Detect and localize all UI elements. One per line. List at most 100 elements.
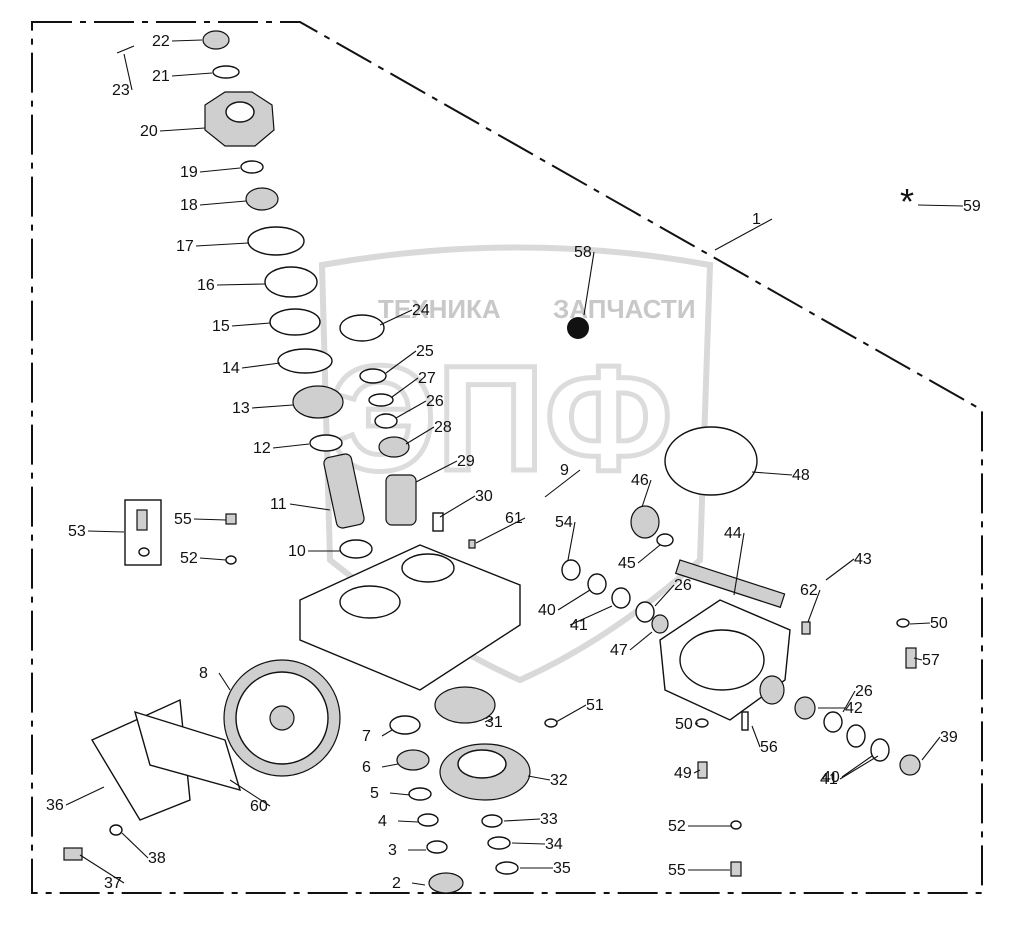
part-label-18: 18 [180,197,198,214]
key-30 [432,512,444,532]
housing-bore-1 [339,585,401,619]
part-label-31: 31 [485,714,503,731]
ring-15 [269,308,321,336]
leader-line-50 [694,722,699,725]
shaft-11 [323,453,365,529]
leader-line-26 [654,584,675,607]
part-label-23: 23 [112,82,130,99]
ring-41a [611,587,631,609]
leader-line-44 [733,532,745,596]
part-label-10: 10 [288,543,306,560]
pinion-46 [630,505,660,539]
leader-line-21 [171,72,213,77]
washer-51 [544,718,558,728]
part-label-33: 33 [540,811,558,828]
part-label-4: 4 [378,813,387,830]
watermark: ТЕХНИКА ЗАПЧАСТИ ЭПФ [318,244,714,684]
pin-56 [741,711,749,731]
leader-line-39 [921,736,941,761]
ring-19 [240,160,264,174]
leader-line-25 [385,350,417,374]
leader-line-41 [569,605,613,626]
leader-line-12 [272,443,310,449]
breather-53 [136,509,148,531]
washer-52a [225,555,237,565]
part-label-43: 43 [854,551,872,568]
part-label-62: 62 [800,582,818,599]
part-label-21: 21 [152,68,170,85]
ring-3 [426,840,448,854]
leader-line-8 [218,672,231,691]
leader-line-37 [79,854,125,884]
leader-line-15 [231,322,271,327]
leader-line-32 [527,775,551,781]
part-label-22: 22 [152,33,170,50]
part-label-30: 30 [475,488,493,505]
leader-line-26 [395,400,427,419]
part-label-35: 35 [553,860,571,877]
bearing-42 [794,696,816,720]
leader-line-61 [475,517,526,544]
plug-55b [730,861,742,877]
bearing-6 [396,749,430,771]
leader-line-33 [503,818,541,822]
part-label-57: 57 [922,652,940,669]
gear-29 [385,474,417,526]
part-label-34: 34 [545,836,563,853]
o-ring-48 [664,426,758,496]
washer-50b [695,718,709,728]
part-labels: 1234567891011121314151617181920212223242… [46,33,981,892]
part-label-17: 17 [176,238,194,255]
watermark-text-1: ТЕХНИКА [378,294,501,324]
ring-34 [487,836,511,850]
washer-53 [138,547,150,557]
flange-hub [225,101,255,123]
part-label-42: 42 [845,700,863,717]
part-label-53: 53 [68,523,86,540]
leader-line-54 [567,521,576,561]
ring-25 [359,368,387,384]
part-label-50: 50 [675,716,693,733]
part-label-54: 54 [555,514,573,531]
bearing-47 [651,614,669,634]
seal-2 [428,872,464,894]
washer-21 [212,65,240,79]
ring-27 [368,393,394,407]
leader-line-17 [195,242,249,247]
part-label-59: 59 [963,198,981,215]
gasket-60 [133,710,242,792]
plug-55a [225,513,237,525]
ring-12 [309,434,343,452]
housing-9 [299,544,521,691]
part-label-46: 46 [631,472,649,489]
leader-line-49 [693,769,701,774]
leader-line-2 [411,882,426,886]
shaft-44 [674,559,786,609]
part-label-58: 58 [574,244,592,261]
part-label-9: 9 [560,462,569,479]
part-label-32: 32 [550,772,568,789]
leader-line-41 [839,755,879,780]
leader-line-55 [193,518,227,521]
part-label-3: 3 [388,842,397,859]
part-label-16: 16 [197,277,215,294]
leader-line-51 [555,704,587,723]
part-label-24: 24 [412,302,430,319]
part-label-40: 40 [538,602,556,619]
part-label-50: 50 [930,615,948,632]
leader-line-18 [199,200,247,206]
part-label-15: 15 [212,318,230,335]
part-label-13: 13 [232,400,250,417]
pin-23 [116,45,135,54]
leader-line-40 [841,755,873,778]
leader-line-16 [216,283,266,286]
leader-line-7 [381,729,393,737]
housing-bore-2 [401,553,455,583]
ring-45 [656,533,674,547]
shim-14 [277,348,333,374]
ring-54 [561,559,581,581]
leader-line-22 [171,39,203,42]
leader-line-27 [391,377,419,398]
leader-line-1 [714,218,773,251]
